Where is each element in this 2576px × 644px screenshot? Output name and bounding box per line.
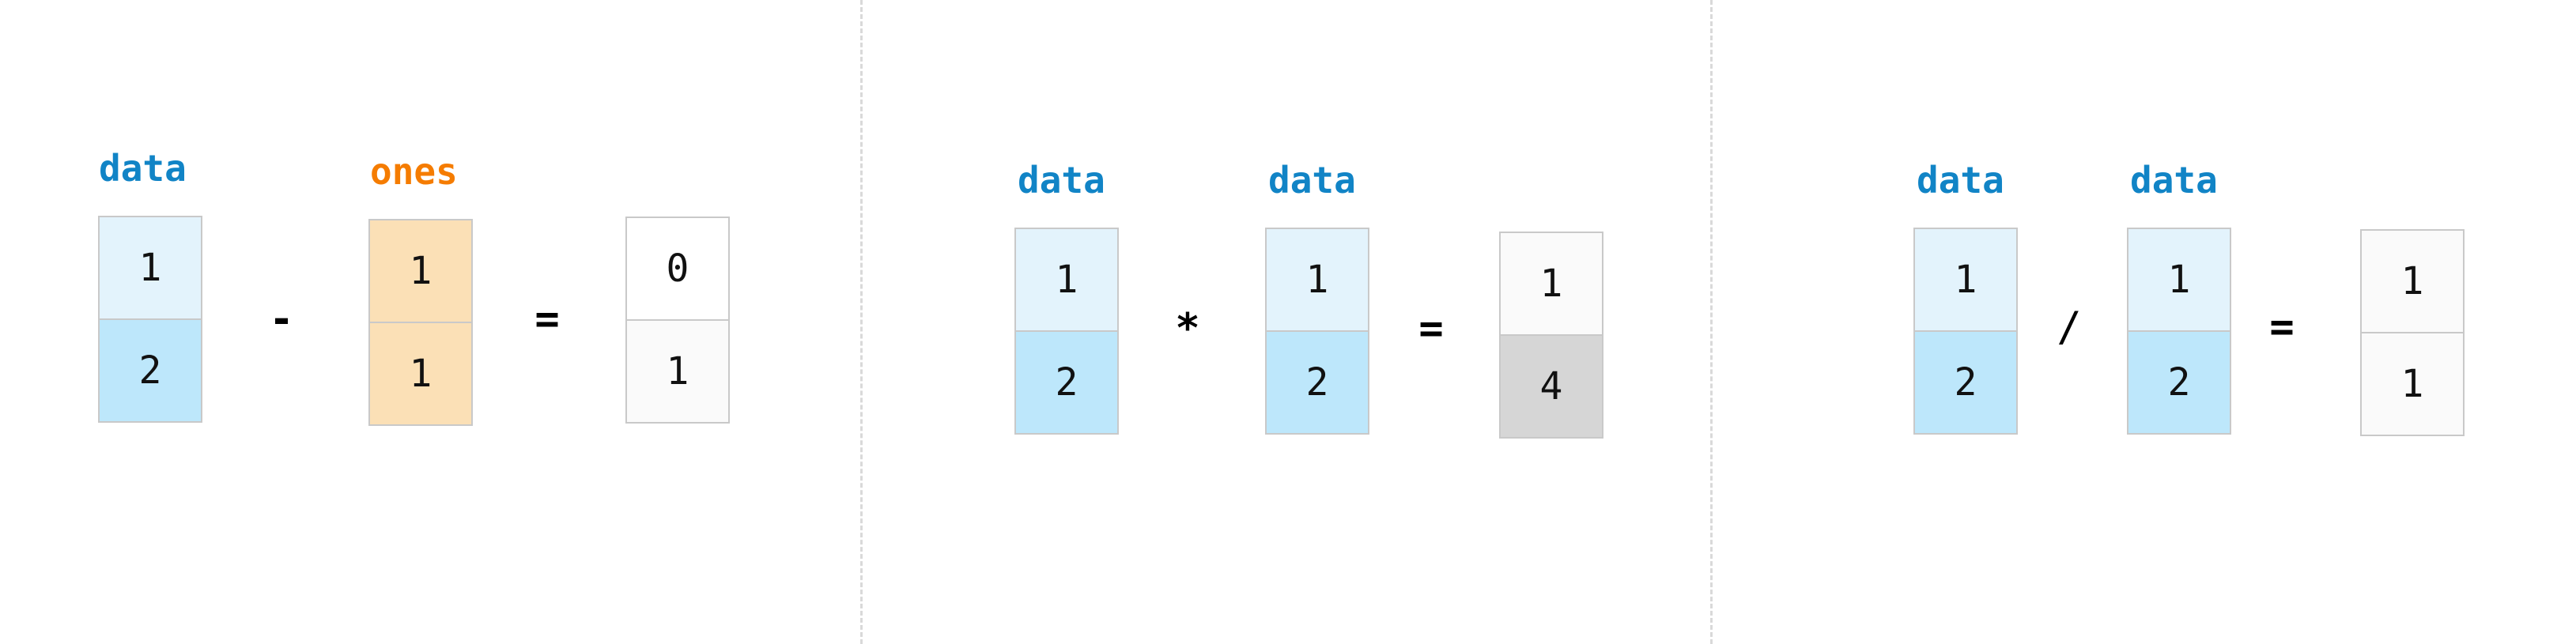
array-cell: 0 <box>627 218 728 319</box>
array-cell: 1 <box>2362 231 2463 332</box>
array-cell: 2 <box>2128 330 2230 433</box>
panel-divider-2 <box>1710 0 1713 644</box>
array-cell: 2 <box>1267 330 1368 433</box>
array-cell: 1 <box>370 322 471 424</box>
array-label-data: data <box>1268 159 1356 201</box>
array-label-data: data <box>1018 159 1105 201</box>
array-cell: 1 <box>1501 233 1602 334</box>
array-cell: 1 <box>1267 229 1368 330</box>
array-label-data: data <box>1917 159 2004 201</box>
array-cell: 1 <box>370 220 471 322</box>
array-label-data: data <box>2130 159 2218 201</box>
array-cell: 1 <box>100 217 201 318</box>
array-cell: 2 <box>1915 330 2016 433</box>
array-cell: 2 <box>100 318 201 421</box>
array-cell: 2 <box>1016 330 1117 433</box>
array-cell: 1 <box>2128 229 2230 330</box>
equals-sign-multiply: = <box>1418 305 1444 352</box>
equals-sign-divide: = <box>2269 303 2295 351</box>
panel-divider-1 <box>860 0 863 644</box>
array-label-ones: ones <box>370 150 458 193</box>
array-cell: 1 <box>1016 229 1117 330</box>
array-cell: 1 <box>627 319 728 422</box>
array-cell: 1 <box>1915 229 2016 330</box>
equals-sign-subtract: = <box>534 296 560 343</box>
array-cell: 1 <box>2362 332 2463 435</box>
array-label-data: data <box>99 147 187 190</box>
operator-subtract: - <box>269 296 294 343</box>
operator-divide: / <box>2057 303 2082 351</box>
operator-multiply: * <box>1175 305 1200 352</box>
array-cell: 4 <box>1501 334 1602 437</box>
